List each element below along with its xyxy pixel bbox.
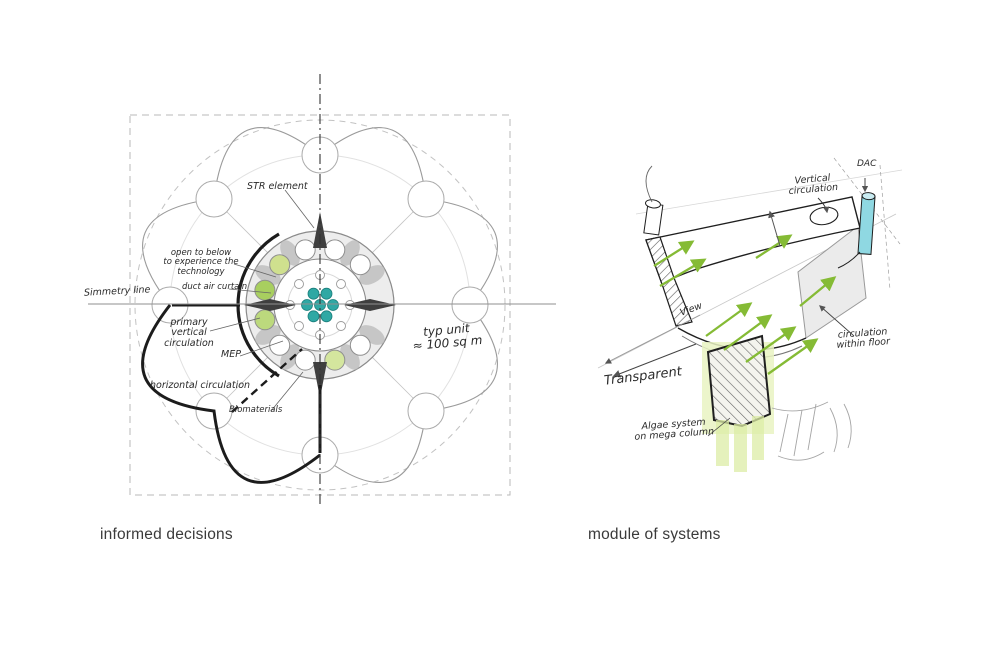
label-biomaterials: Biomaterials <box>229 405 283 415</box>
caption-module-of-systems: module of systems <box>588 526 721 543</box>
module-top-cylinder <box>643 165 664 236</box>
plan-str-elements <box>244 212 396 398</box>
plan-core <box>244 212 396 398</box>
plan-leader-lines <box>209 189 315 412</box>
label-horizontal-circulation: horizontal circulation <box>150 380 251 391</box>
module-right-face <box>797 225 867 339</box>
vertical-circ-leader <box>817 197 830 214</box>
caption-informed-decisions: informed decisions <box>100 526 233 543</box>
antenna-line <box>645 165 653 203</box>
duct-connector <box>837 251 861 269</box>
label-primary-vertical-circulation: primary vertical circulation <box>164 317 214 349</box>
up-arrow <box>768 210 781 247</box>
label-str-element: STR element <box>247 181 308 192</box>
module-leader-arrows <box>604 178 869 437</box>
horizontal-circulation-path <box>231 348 303 413</box>
view-arrow <box>604 314 701 364</box>
module-airflow-arrows <box>653 234 837 375</box>
plan-bold-unit-boundary <box>141 232 322 484</box>
algae-leader <box>707 417 731 437</box>
label-dac: DAC <box>857 159 877 169</box>
circ-within-floor-arrow <box>819 305 855 337</box>
base-sketch-strokes <box>771 401 852 461</box>
plan-symmetry-lines <box>88 74 556 506</box>
module-sketch <box>597 157 903 472</box>
vertical-circulation-shaft-opening <box>809 206 839 226</box>
core-unit-circles <box>254 239 371 371</box>
label-mep: MEP <box>221 349 241 360</box>
label-open-to-below: open to below to experience the technolo… <box>163 248 239 277</box>
algae-streaks <box>716 416 764 472</box>
transparent-arrow <box>612 343 697 378</box>
label-duct-air-curtain: duct air curtain <box>182 282 248 292</box>
plan-diagram <box>88 74 556 506</box>
core-teal-cluster <box>301 287 339 323</box>
mega-column <box>706 334 772 428</box>
dac-duct <box>857 192 876 255</box>
